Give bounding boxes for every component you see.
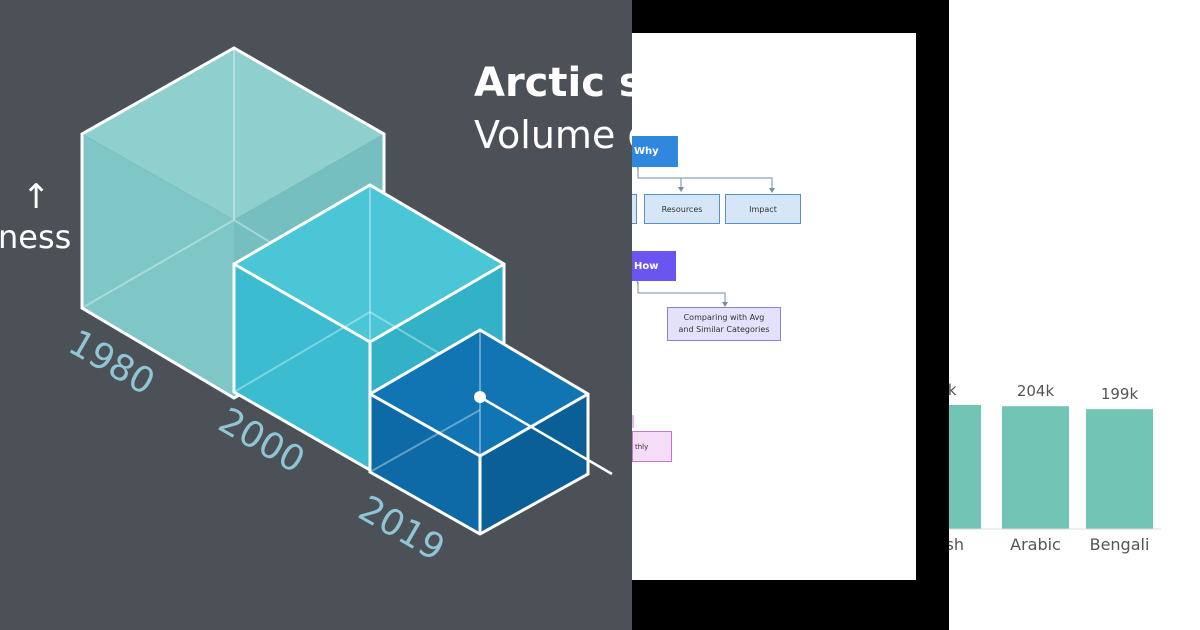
bar-bengali	[1086, 409, 1153, 529]
resources-label: Resources	[661, 204, 703, 214]
bar-value-label: 199k	[1100, 385, 1139, 404]
impact-label: Impact	[749, 204, 777, 214]
bar-category-label: Arabic	[1010, 535, 1061, 554]
annotation-pointer	[474, 391, 613, 476]
bar-chart-svg	[949, 405, 1161, 530]
up-arrow-icon: ↑	[22, 177, 51, 217]
thickness-axis-label: ness	[0, 218, 72, 256]
monthly-label: thly	[635, 442, 649, 451]
comparing-label: Comparing with Avg and Similar Categorie…	[678, 313, 770, 334]
bar-nish	[949, 405, 981, 529]
arctic-ice-panel: 1980 2000 2019 ↑ ness Arctic se Volume o	[0, 0, 632, 630]
comparing-node[interactable]: Comparing with Avg and Similar Categorie…	[667, 307, 781, 341]
ice-cubes-illustration: 1980 2000 2019	[62, 46, 613, 570]
how-label: How	[634, 260, 659, 272]
bar-value-label: 204k	[1016, 382, 1055, 401]
bar-category-label: nish	[949, 535, 965, 554]
resources-node[interactable]: Resources	[644, 194, 720, 224]
arctic-subtitle: Volume o	[474, 113, 632, 157]
bar-arabic	[1002, 406, 1069, 529]
left-partial-node[interactable]	[632, 194, 637, 224]
diagram-document: Why Resources Impact How Comparing with …	[632, 33, 916, 580]
diagram-panel: Why Resources Impact How Comparing with …	[632, 0, 949, 630]
monthly-node[interactable]: thly	[632, 431, 672, 462]
arctic-title: Arctic se	[474, 60, 632, 106]
how-node[interactable]: How	[632, 251, 676, 281]
impact-node[interactable]: Impact	[725, 194, 801, 224]
bar-category-label: Bengali	[1089, 535, 1150, 554]
bar-value-label: 5k	[949, 381, 957, 399]
why-node[interactable]: Why	[632, 136, 678, 167]
why-label: Why	[634, 146, 659, 157]
